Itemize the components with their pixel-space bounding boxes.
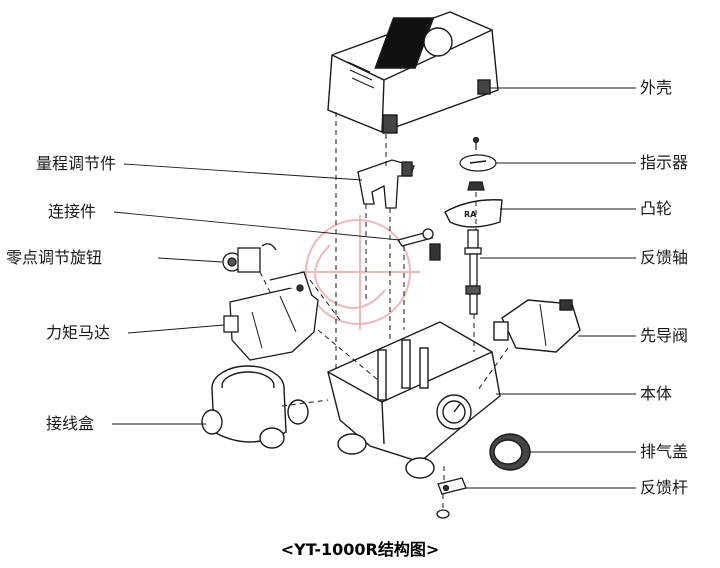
diagram-caption: <YT-1000R结构图> — [280, 540, 440, 559]
label-feedback-shaft: 反馈轴 — [640, 248, 689, 267]
exhaust-cover-part — [489, 433, 531, 471]
pilot-valve-part — [493, 299, 581, 353]
span-adjuster-part — [357, 159, 415, 209]
label-span-adjuster: 量程调节件 — [36, 154, 117, 173]
body-part — [327, 321, 501, 479]
watermark-seal — [300, 215, 420, 330]
junction-box-part — [201, 365, 309, 449]
label-zero-knob: 零点调节旋钮 — [6, 248, 103, 267]
label-body: 本体 — [640, 384, 673, 403]
cam-part: RA — [444, 199, 503, 228]
label-torque-motor: 力矩马达 — [46, 323, 111, 342]
label-feedback-lever: 反馈杆 — [640, 478, 689, 497]
zero-knob-part — [222, 243, 277, 273]
label-cam: 凸轮 — [640, 199, 673, 218]
label-indicator: 指示器 — [640, 153, 689, 172]
label-connector: 连接件 — [48, 202, 97, 221]
label-exhaust-cover: 排气盖 — [640, 442, 689, 461]
assembly-dashed-lines — [259, 112, 509, 510]
connector-part — [396, 228, 441, 261]
torque-motor-part — [223, 271, 319, 361]
housing-part — [327, 11, 499, 134]
label-housing: 外壳 — [640, 78, 673, 97]
leader-lines — [112, 87, 636, 489]
indicator-part — [459, 136, 497, 191]
label-pilot-valve: 先导阀 — [640, 326, 689, 345]
label-junction-box: 接线盒 — [46, 414, 95, 433]
feedback-lever-part — [436, 477, 467, 519]
cam-ra-text: RA — [464, 210, 477, 219]
feedback-shaft-part — [464, 229, 482, 315]
